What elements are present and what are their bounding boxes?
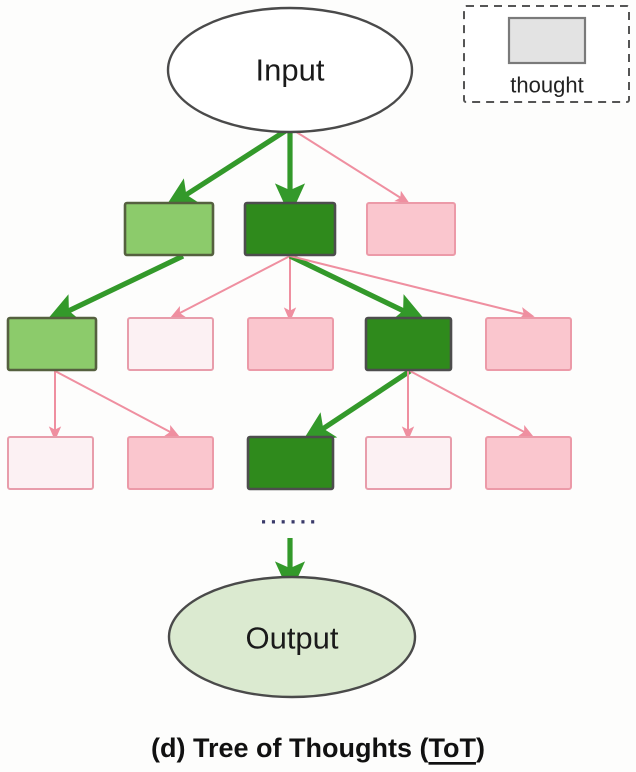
thought-node-r1n1[interactable] [123,201,215,257]
thought-nodes-layer [6,201,572,491]
thought-node-r3n4[interactable] [365,436,452,490]
thought-node-r1n2[interactable] [243,201,337,257]
thought-node-r3n1[interactable] [7,436,94,490]
edge-r2n4-to-r3n5 [409,370,534,438]
thought-node-r3n2[interactable] [127,436,214,490]
output-node-label: Output [245,621,338,656]
edge-r1n2-to-r2n2 [169,255,291,319]
input-node[interactable]: Input [166,6,414,134]
edge-input-to-r1n1 [164,125,292,209]
edge-r1n2-to-r2n4 [288,253,427,323]
input-node-label: Input [256,53,325,88]
caption-prefix: (d) Tree of Thoughts ( [151,733,428,763]
edge-r2n4-to-r3n3 [301,368,412,444]
thought-node-r2n3[interactable] [247,317,334,371]
input-node-shape[interactable] [166,6,414,134]
thought-swatch-icon [507,16,587,65]
thought-node-r2n5[interactable] [485,317,572,371]
edges-layer [44,125,535,595]
thought-row-3 [7,435,572,491]
thought-row-1 [123,201,456,257]
caption-text: (d) Tree of Thoughts (ToT) [151,733,485,763]
thought-row-2 [6,316,572,372]
figure-caption: (d) Tree of Thoughts (ToT) [151,733,485,763]
ellipsis-dots: ······ [261,510,320,535]
edge-r2n1-to-r3n2 [54,370,181,438]
legend-label: thought [510,73,583,98]
thought-node-r2n1[interactable] [6,316,98,372]
thought-node-r3n5[interactable] [485,436,572,490]
caption-suffix: ) [476,733,485,763]
output-node-shape[interactable] [167,575,417,699]
edge-r1n2-to-r2n5 [289,255,535,320]
thought-node-r1n3[interactable] [366,202,456,256]
legend: thought [463,5,630,103]
thought-node-r2n2[interactable] [127,317,214,371]
edge-r1n1-to-r2n1 [44,253,185,323]
thought-node-r3n3[interactable] [246,435,335,491]
edge-input-to-r1n3 [289,127,410,204]
output-node[interactable]: Output [167,575,417,699]
caption-link-tot: ToT [428,733,476,763]
thought-node-r2n4[interactable] [364,316,453,372]
